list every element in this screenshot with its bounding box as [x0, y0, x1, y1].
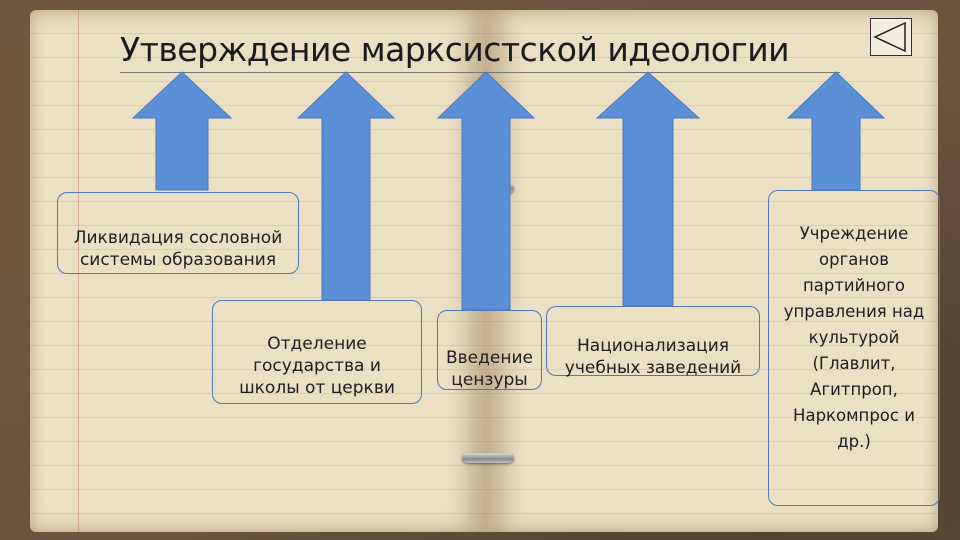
- box-separation: Отделение государства и школы от церкви: [212, 300, 422, 404]
- back-button[interactable]: [870, 18, 912, 56]
- arrow-nationalization: [595, 71, 701, 307]
- box-censorship-text: Введение цензуры: [446, 348, 533, 390]
- notebook-left-page: [30, 10, 486, 532]
- page-margin-line: [78, 10, 79, 532]
- box-nationalization: Национализация учебных заведений: [546, 306, 760, 378]
- arrow-abolition: [131, 71, 233, 191]
- box-party-bodies: Учреждение органов партийного управления…: [768, 190, 940, 506]
- arrow-separation: [296, 71, 396, 301]
- box-abolition-text: Ликвидация сословной системы образования: [73, 228, 283, 270]
- slide-title: Утверждение марксистской идеологии: [120, 28, 840, 73]
- notebook-right-page: [486, 10, 938, 532]
- arrow-party-bodies: [786, 71, 886, 191]
- box-party-bodies-text: Учреждение органов партийного управления…: [783, 224, 925, 451]
- box-censorship: Введение цензуры: [437, 310, 542, 390]
- triangle-left-icon: [873, 21, 906, 53]
- arrow-censorship: [436, 71, 536, 311]
- box-abolition: Ликвидация сословной системы образования: [57, 192, 299, 274]
- binder-ring: [462, 453, 514, 463]
- box-nationalization-text: Национализация учебных заведений: [564, 336, 742, 378]
- box-separation-text: Отделение государства и школы от церкви: [239, 334, 395, 398]
